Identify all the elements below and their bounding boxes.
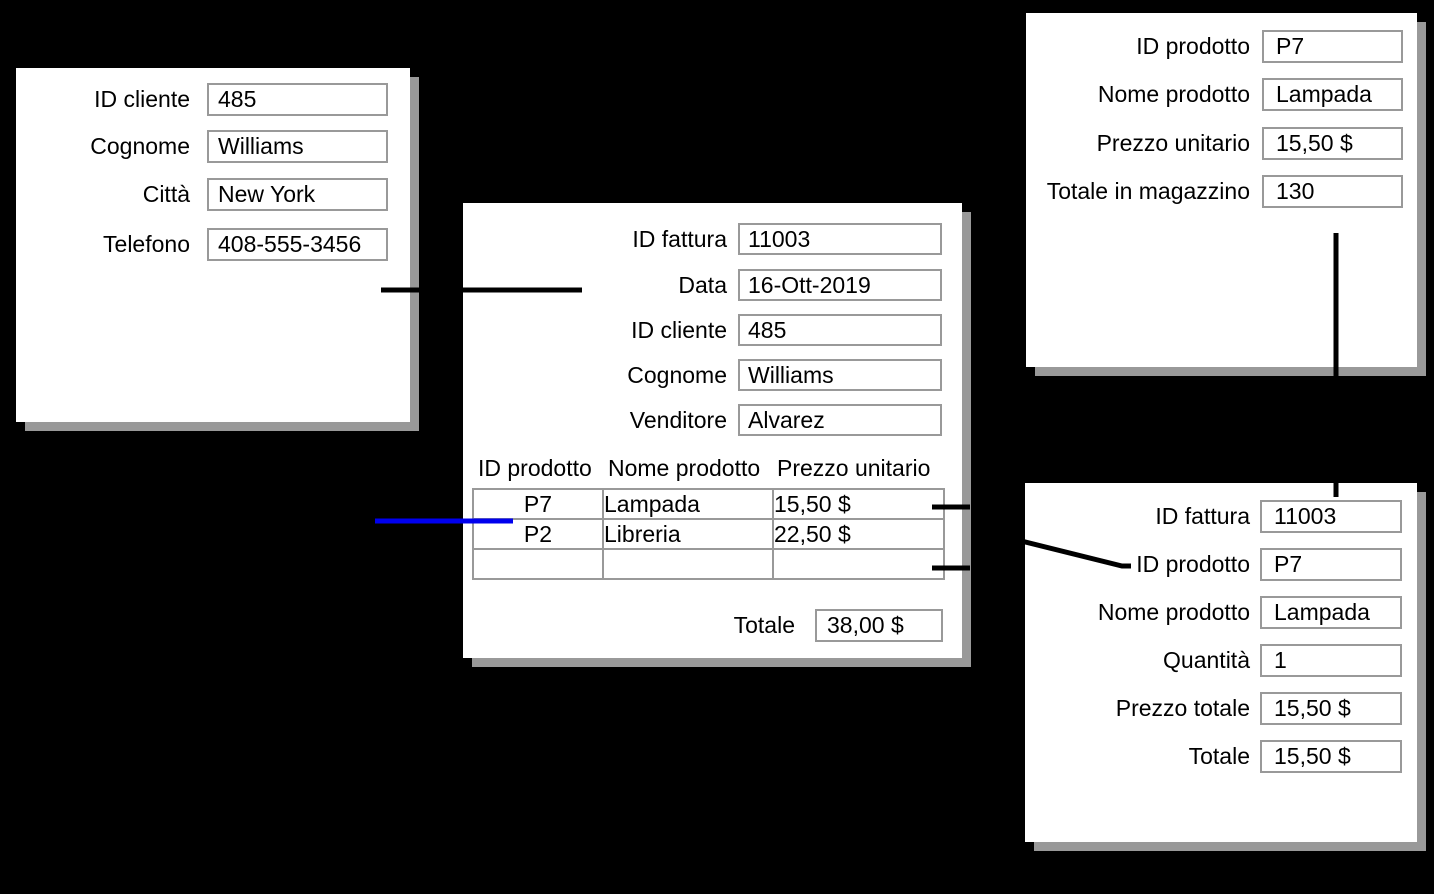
field-label: Venditore	[629, 406, 727, 433]
item-unit-price-cell[interactable]	[772, 548, 945, 580]
customer-city-input[interactable]: New York	[207, 178, 388, 211]
item-product-id-cell[interactable]	[472, 548, 604, 580]
field-label: ID prodotto	[1136, 33, 1250, 59]
invoice-card: ID fattura 11003 Data 16-Ott-2019 ID cli…	[463, 203, 962, 658]
field-label: Quantità	[1163, 647, 1250, 673]
items-header-product-id: ID prodotto	[478, 455, 592, 481]
invoice-items-table: P7 Lampada 15,50 $ P2 Libreria 22,50 $	[472, 488, 945, 580]
invoice-total-row: Totale 38,00 $	[463, 609, 943, 642]
invoice-line-record-card: ID fattura 11003 ID prodotto P7 Nome pro…	[1025, 483, 1417, 842]
field-row: Nome prodotto Lampada	[1026, 78, 1403, 111]
invoice-surname-input[interactable]: Williams	[738, 359, 942, 391]
field-row: ID cliente 485	[16, 83, 388, 116]
field-row: ID prodotto P7	[1026, 30, 1403, 63]
invoice-id-input[interactable]: 11003	[738, 223, 942, 255]
field-label: Totale in magazzino	[1046, 178, 1250, 204]
invoice-customer-id-input[interactable]: 485	[738, 314, 942, 346]
field-label: Data	[678, 271, 727, 298]
field-row: Data 16-Ott-2019	[463, 269, 942, 301]
customer-surname-input[interactable]: Williams	[207, 130, 388, 163]
invoice-date-input[interactable]: 16-Ott-2019	[738, 269, 942, 301]
items-header-unit-price: Prezzo unitario	[777, 455, 931, 481]
field-label: Nome prodotto	[1097, 599, 1250, 625]
field-row: Quantità 1	[1025, 644, 1402, 677]
line-total-price-input[interactable]: 15,50 $	[1260, 692, 1402, 725]
field-label: Cognome	[90, 133, 190, 159]
field-label: Prezzo totale	[1115, 695, 1250, 721]
item-unit-price-cell[interactable]: 22,50 $	[772, 518, 945, 550]
item-product-id-cell[interactable]: P2	[472, 518, 604, 550]
field-label: ID prodotto	[1136, 551, 1250, 577]
product-unit-price-input[interactable]: 15,50 $	[1262, 127, 1403, 160]
field-label: Telefono	[103, 231, 190, 257]
field-label: ID cliente	[94, 86, 190, 112]
item-product-name-cell[interactable]: Lampada	[602, 488, 774, 520]
line-total-input[interactable]: 15,50 $	[1260, 740, 1402, 773]
field-row: Telefono 408-555-3456	[16, 228, 388, 261]
field-row: Cognome Williams	[463, 359, 942, 391]
field-label: ID fattura	[1155, 503, 1250, 529]
invoice-salesperson-input[interactable]: Alvarez	[738, 404, 942, 436]
item-row: P7 Lampada 15,50 $	[472, 488, 945, 520]
field-row: ID fattura 11003	[1025, 500, 1402, 533]
invoice-total-label: Totale	[733, 612, 795, 638]
line-product-name-input[interactable]: Lampada	[1260, 596, 1402, 629]
item-row-empty	[472, 548, 945, 580]
line-quantity-input[interactable]: 1	[1260, 644, 1402, 677]
field-row: Prezzo unitario 15,50 $	[1026, 127, 1403, 160]
field-label: ID cliente	[631, 316, 727, 343]
customer-id-input[interactable]: 485	[207, 83, 388, 116]
customer-record-card: ID cliente 485 Cognome Williams Città Ne…	[16, 68, 410, 422]
items-table-header-row: ID prodotto Nome prodotto Prezzo unitari…	[463, 455, 962, 483]
field-label: Totale	[1188, 743, 1250, 769]
item-unit-price-cell[interactable]: 15,50 $	[772, 488, 945, 520]
field-row: Città New York	[16, 178, 388, 211]
item-product-name-cell[interactable]: Libreria	[602, 518, 774, 550]
item-product-id-cell[interactable]: P7	[472, 488, 604, 520]
field-row: Totale in magazzino 130	[1026, 175, 1403, 208]
items-header-product-name: Nome prodotto	[608, 455, 761, 481]
field-row: ID cliente 485	[463, 314, 942, 346]
product-name-input[interactable]: Lampada	[1262, 78, 1403, 111]
field-row: ID fattura 11003	[463, 223, 942, 255]
customer-phone-input[interactable]: 408-555-3456	[207, 228, 388, 261]
field-row: Totale 15,50 $	[1025, 740, 1402, 773]
field-label: Nome prodotto	[1097, 81, 1250, 107]
line-invoice-id-input[interactable]: 11003	[1260, 500, 1402, 533]
item-product-name-cell[interactable]	[602, 548, 774, 580]
field-row: Nome prodotto Lampada	[1025, 596, 1402, 629]
item-row: P2 Libreria 22,50 $	[472, 518, 945, 550]
invoice-total-input[interactable]: 38,00 $	[815, 609, 943, 642]
field-label: ID fattura	[632, 225, 727, 252]
field-label: Cognome	[627, 361, 727, 388]
line-product-id-input[interactable]: P7	[1260, 548, 1402, 581]
product-id-input[interactable]: P7	[1262, 30, 1403, 63]
product-record-card: ID prodotto P7 Nome prodotto Lampada Pre…	[1026, 13, 1417, 367]
field-label: Prezzo unitario	[1096, 130, 1250, 156]
field-row: ID prodotto P7	[1025, 548, 1402, 581]
field-row: Cognome Williams	[16, 130, 388, 163]
field-row: Venditore Alvarez	[463, 404, 942, 436]
field-row: Prezzo totale 15,50 $	[1025, 692, 1402, 725]
product-stock-total-input[interactable]: 130	[1262, 175, 1403, 208]
field-label: Città	[142, 181, 190, 207]
